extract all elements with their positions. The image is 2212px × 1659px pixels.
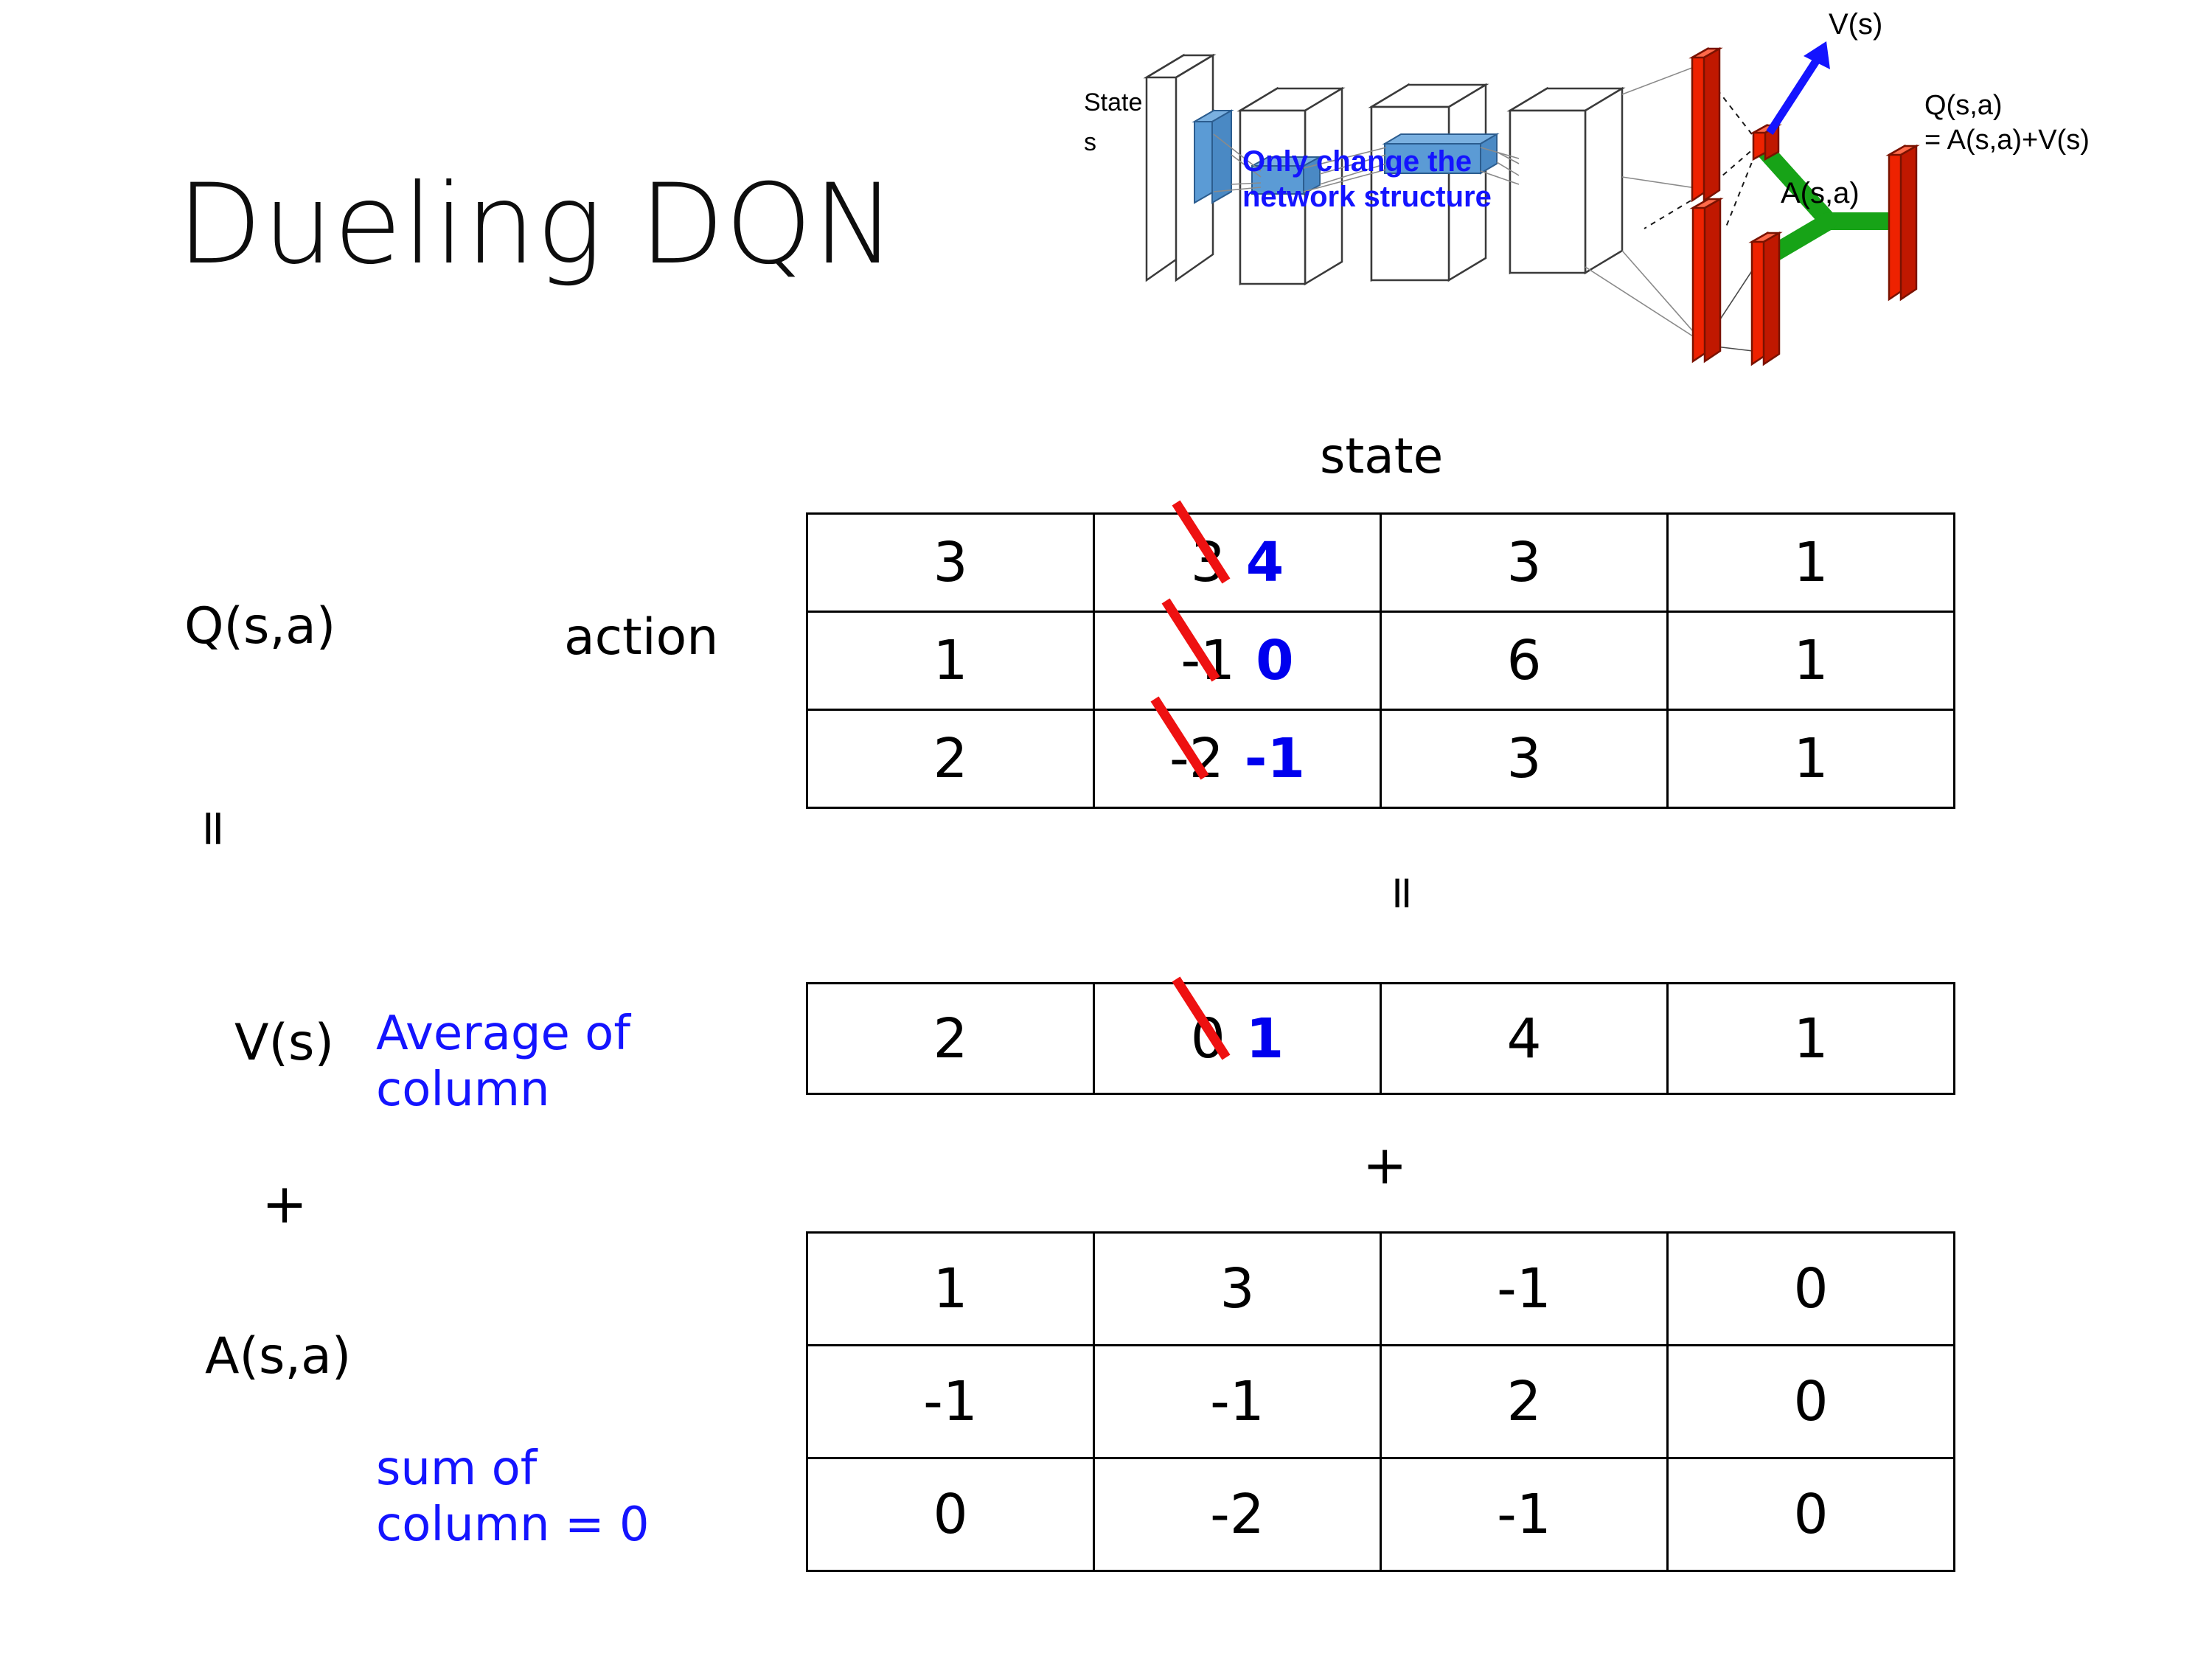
table-cell: 0 (1666, 1231, 1955, 1346)
table-cell: -1 (1380, 1457, 1669, 1572)
table-cell: -2 (1093, 1457, 1382, 1572)
annotation-sum-of-column: sum of column = 0 (376, 1441, 650, 1552)
diagram-q-label-line1: Q(s,a) (1924, 90, 2003, 121)
equals-sign-q-decomposition: = (185, 807, 243, 849)
strikethrough-icon (1172, 500, 1231, 584)
diagram-note-line2: network structure (1242, 181, 1492, 213)
struck-old-value: 0 (1172, 975, 1231, 1071)
strikethrough-icon (1172, 975, 1231, 1060)
corrected-new-value: -1 (1244, 727, 1305, 790)
struck-old-value: 3 (1172, 500, 1231, 594)
page-title: Dueling DQN (177, 161, 897, 289)
table-cell: 0 (1666, 1344, 1955, 1459)
table-cell: 1 (1666, 611, 1955, 711)
q-function-label: Q(s,a) (184, 597, 336, 655)
table-cell: 1 (1666, 709, 1955, 809)
diagram-v-label: V(s) (1829, 8, 1882, 41)
table-cell: -1 0 (1093, 598, 1382, 711)
struck-old-value: -2 (1150, 696, 1224, 790)
table-cell: -2 -1 (1093, 696, 1382, 809)
table-cell: -1 (1093, 1344, 1382, 1459)
table-cell: 1 (1666, 512, 1955, 613)
table-cell: 6 (1380, 611, 1669, 711)
table-cell: 2 (806, 709, 1095, 809)
diagram-q-label-line2: = A(s,a)+V(s) (1924, 125, 2090, 156)
table-cell: 3 (1380, 709, 1669, 809)
struck-old-value: -1 (1161, 598, 1235, 692)
dueling-network-diagram: State s Only change the network structur… (1084, 7, 2212, 420)
plus-sign-left: + (262, 1172, 308, 1236)
diagram-state-label-line2: s (1084, 128, 1096, 156)
annotation-average-of-column: Average of column (376, 1006, 630, 1117)
table-cell: 2 (1380, 1344, 1669, 1459)
table-cell: 2 (806, 982, 1095, 1095)
equals-sign-center: = (1377, 874, 1430, 912)
state-axis-label: state (1320, 428, 1444, 484)
v-function-label: V(s) (234, 1014, 335, 1072)
table-cell: 1 (806, 1231, 1095, 1346)
diagram-note-line1: Only change the (1242, 145, 1472, 178)
table-cell: 1 (1666, 982, 1955, 1095)
table-cell: 3 (1093, 1231, 1382, 1346)
action-axis-label: action (564, 608, 719, 667)
table-cell: -1 (1380, 1231, 1669, 1346)
table-cell: 3 (806, 512, 1095, 613)
table-cell: 4 (1380, 982, 1669, 1095)
corrected-new-value: 0 (1256, 629, 1294, 692)
table-cell: 0 (806, 1457, 1095, 1572)
table-cell: 0 (1666, 1457, 1955, 1572)
diagram-a-label: A(s,a) (1781, 177, 1860, 209)
table-cell: 3 (1380, 512, 1669, 613)
table-cell: 1 (806, 611, 1095, 711)
corrected-new-value: 4 (1245, 531, 1284, 594)
table-cell: -1 (806, 1344, 1095, 1459)
plus-sign-center: + (1363, 1134, 1408, 1196)
corrected-new-value: 1 (1245, 1006, 1284, 1071)
diagram-state-label-line1: State (1084, 88, 1142, 116)
a-function-label: A(s,a) (205, 1327, 352, 1385)
